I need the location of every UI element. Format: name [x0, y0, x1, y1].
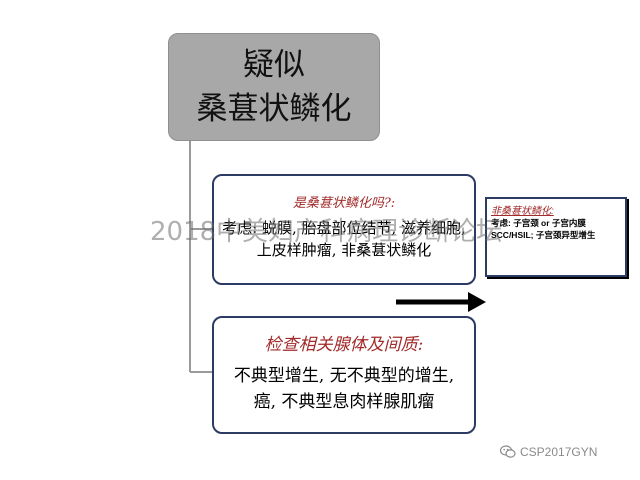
- check-card-body: 不典型增生, 无不典型的增生, 癌, 不典型息肉样腺肌瘤: [233, 366, 455, 412]
- title-line-2: 桑葚状鳞化: [196, 91, 352, 127]
- title-box: 疑似 桑葚状鳞化: [168, 33, 380, 141]
- question-card-body: 考虑: 蜕膜, 胎盘部位结节, 滋养细胞, 上皮样肿瘤, 非桑葚状鳞化: [222, 219, 466, 259]
- source-credit-text: CSP2017GYN: [520, 445, 598, 459]
- question-card-heading: 是桑葚状鳞化吗?:: [292, 196, 396, 211]
- source-credit: CSP2017GYN: [500, 445, 597, 459]
- check-card-heading: 检查相关腺体及间质:: [264, 335, 424, 355]
- watermark: 2018中美妇产科病理诊断论坛: [150, 217, 503, 247]
- question-card: 是桑葚状鳞化吗?: 考虑: 蜕膜, 胎盘部位结节, 滋养细胞, 上皮样肿瘤, 非…: [212, 174, 476, 285]
- side-box-body: 考虑: 子宫颈 or 子宫内膜 SCC/HSIL; 子宫颈异型增生: [491, 218, 596, 240]
- title-line-1: 疑似: [243, 47, 305, 83]
- side-box-heading: 非桑葚状鳞化:: [491, 206, 554, 217]
- wechat-icon: [500, 445, 516, 458]
- check-card: 检查相关腺体及间质: 不典型增生, 无不典型的增生, 癌, 不典型息肉样腺肌瘤: [212, 316, 476, 434]
- side-box: 非桑葚状鳞化: 考虑: 子宫颈 or 子宫内膜 SCC/HSIL; 子宫颈异型增…: [485, 197, 627, 277]
